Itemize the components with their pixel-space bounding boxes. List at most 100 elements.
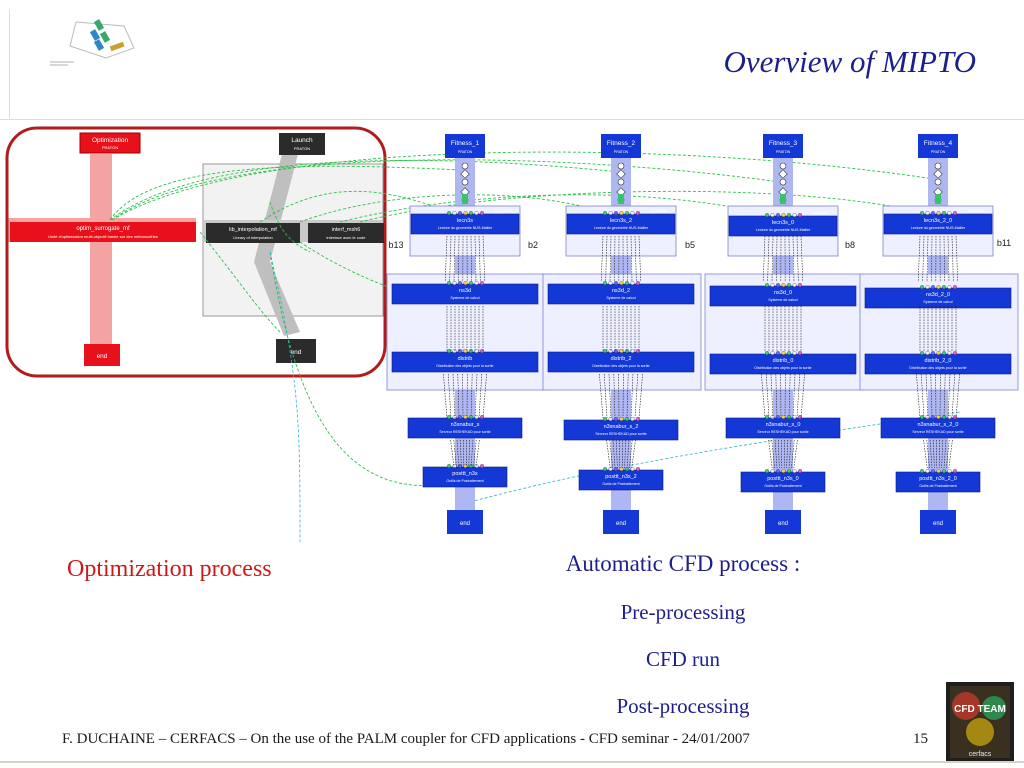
unit-name: lecn3s_0 [772, 220, 794, 226]
unit-desc: Distribution des objets pour la sortie [436, 364, 493, 368]
unit-desc: Systeme de calcul [606, 296, 635, 300]
svg-text:proc side: proc side [968, 208, 985, 213]
optimization-top-label: Optimization [92, 137, 129, 144]
unit-desc: Outils de Postraitement [919, 484, 956, 488]
unit-name: ns3d_0 [774, 290, 792, 296]
unit-desc: Outils de Postraitement [764, 484, 801, 488]
svg-text:end: end [291, 349, 302, 356]
unit-desc: Distribution des objets pour la sortie [909, 366, 966, 370]
unit-name: posttt_n3s_0 [767, 476, 799, 482]
optimization-unit: optim_surrogate_mf Unité d'optimisation … [10, 222, 196, 242]
unit-name: lecn3s [457, 218, 473, 224]
svg-text:PRATON: PRATON [931, 150, 946, 154]
workflow-thumbnail-logo [50, 19, 135, 66]
optimization-top-box: Optimization PRATON [79, 132, 141, 154]
optimization-process-caption: Optimization process [67, 556, 272, 582]
optimization-lane [90, 154, 112, 344]
svg-text:PRATON: PRATON [294, 146, 310, 151]
unit-desc: Distribution des objets pour la sortie [754, 366, 811, 370]
cfd-team-logo-text: CFD TEAM [954, 704, 1006, 715]
optimization-highlight-frame [5, 126, 387, 378]
fitness-end-label: end [460, 521, 470, 527]
unit-desc: Distribution des objets pour la sortie [592, 364, 649, 368]
block-label: b5 [685, 240, 695, 250]
mipto-workflow-diagram: Optimization PRATON optim_surrogate_mf U… [5, 126, 1019, 543]
unit-name: n3snabur_s_2 [604, 424, 639, 430]
coupling-links [109, 151, 941, 486]
unit-desc: Lecture du geometrie NUS-Mailler [438, 226, 493, 230]
unit-name: ns3d_2 [612, 288, 630, 294]
fitness-end-label: end [616, 521, 626, 527]
cfd-process-heading: Automatic CFD process : [565, 551, 801, 576]
svg-text:optim_surrogate_mf: optim_surrogate_mf [76, 226, 130, 232]
unit-name: lecn3s_2_0 [924, 218, 952, 224]
page-number: 15 [913, 731, 928, 747]
unit-name: distrib [458, 356, 473, 362]
launch-unit-a: lib_interpolation_mf Library of interpol… [206, 223, 300, 243]
unit-desc: Systeme de calcul [923, 300, 952, 304]
unit-name: n3snabur_s_2_0 [918, 422, 959, 428]
svg-text:proc side: proc side [654, 414, 671, 419]
fitness-title: Fitness_1 [451, 140, 480, 147]
svg-text:Unité d'optimisation multi-obj: Unité d'optimisation multi-objectif basé… [48, 234, 158, 239]
unit-desc: Serveur RESHEKAD pour sortie [757, 430, 808, 434]
fitness-end-label: end [933, 521, 943, 527]
svg-text:Library of interpolation: Library of interpolation [233, 235, 273, 240]
unit-desc: Lecture du geometrie NUS-Mailler [911, 226, 966, 230]
optimization-end-box: end [84, 344, 120, 366]
unit-desc: Serveur RESHEKAD pour sortie [439, 430, 490, 434]
svg-text:proc side: proc side [495, 208, 512, 213]
unit-desc: Lecture du geometrie NUS-Mailler [594, 226, 649, 230]
fitness-title: Fitness_4 [924, 140, 953, 147]
svg-text:Launch: Launch [291, 137, 313, 144]
svg-text:interf_msh6: interf_msh6 [332, 227, 361, 233]
cfd-team-logo: CFD TEAM cerfacs [946, 682, 1014, 762]
svg-text:PRATON: PRATON [614, 150, 629, 154]
svg-text:PRATON: PRATON [776, 150, 791, 154]
svg-text:interface avec le code: interface avec le code [327, 235, 367, 240]
unit-name: distrib_2 [611, 356, 632, 362]
slide-footer: F. DUCHAINE – CERFACS – On the use of th… [62, 731, 750, 747]
unit-desc: Systeme de calcul [450, 296, 479, 300]
unit-name: ns3d_2_0 [926, 292, 950, 298]
unit-desc: Systeme de calcul [768, 298, 797, 302]
svg-text:PRATON: PRATON [102, 145, 118, 150]
header-divider [0, 119, 1024, 120]
unit-name: ns3d [459, 288, 471, 294]
unit-desc: Serveur RESHEKAD pour sortie [912, 430, 963, 434]
launch-lane [254, 154, 300, 336]
unit-desc: Serveur RESHEKAD pour sortie [595, 432, 646, 436]
launch-top-box: Launch PRATON [279, 133, 325, 155]
block-label: b13 [388, 240, 403, 250]
unit-name: distrib_2_0 [925, 358, 952, 364]
svg-text:proc side: proc side [651, 208, 668, 213]
svg-text:proc side: proc side [813, 210, 830, 215]
svg-text:proc side: proc side [816, 412, 833, 417]
unit-name: posttt_n3s_2 [605, 474, 637, 480]
unit-name: posttt_n3s_2_0 [919, 476, 957, 482]
unit-name: distrib_0 [773, 358, 794, 364]
svg-text:PRATON: PRATON [458, 150, 473, 154]
block-label: b2 [528, 240, 538, 250]
fitness-title: Fitness_3 [769, 140, 798, 147]
launch-unit-b: interf_msh6 interface avec le code [308, 223, 384, 243]
unit-name: lecn3s_2 [610, 218, 632, 224]
svg-text:proc side: proc side [971, 412, 988, 417]
svg-text:end: end [97, 353, 108, 360]
unit-desc: Outils de Postraitement [446, 479, 483, 483]
cfd-step-preprocessing: Pre-processing [620, 600, 746, 624]
svg-text:proc side: proc side [498, 412, 515, 417]
cfd-step-postprocessing: Post-processing [616, 694, 750, 718]
svg-text:lib_interpolation_mf: lib_interpolation_mf [229, 227, 277, 233]
unit-name: n3snabur_s [451, 422, 480, 428]
svg-text:cerfacs: cerfacs [969, 751, 992, 758]
slide-title: Overview of MIPTO [723, 44, 976, 79]
unit-name: n3snabur_s_0 [766, 422, 801, 428]
unit-name: posttt_n3s [452, 471, 478, 477]
launch-end-box: end [276, 339, 316, 363]
slide-left-rule [9, 10, 10, 118]
